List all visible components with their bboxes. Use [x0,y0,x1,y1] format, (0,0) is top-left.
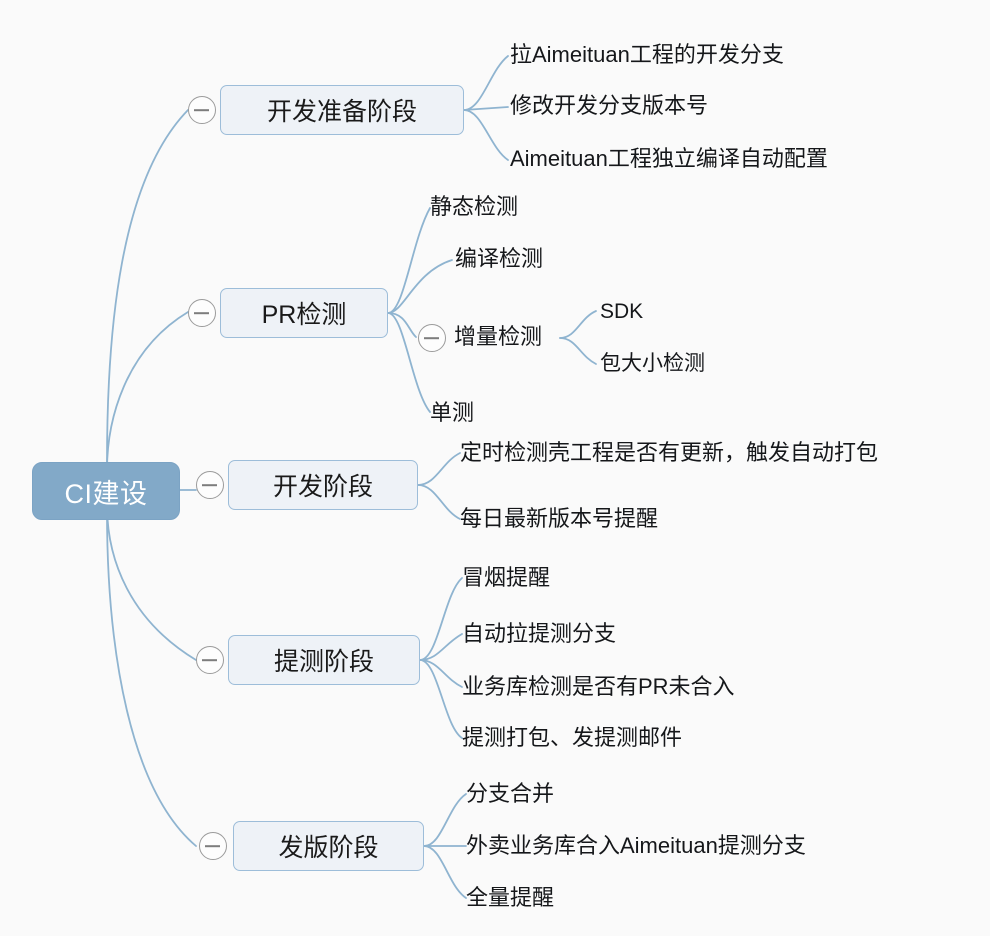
leaf-node-b3-c2[interactable]: 每日最新版本号提醒 [460,508,658,530]
edge-b3-c1 [417,452,461,486]
edge-b2-c2 [387,259,453,314]
collapse-toggle-kaifazhunbei[interactable] [188,96,216,124]
branch-node-faban[interactable]: 发版阶段 [233,821,424,871]
leaf-node-b4-c1[interactable]: 冒烟提醒 [462,567,550,589]
edge-b2-c3 [387,312,417,338]
leaf-node-label: 冒烟提醒 [462,565,551,590]
edge-b2c3-s2 [559,337,597,365]
leaf-node-b4-c2[interactable]: 自动拉提测分支 [462,623,616,645]
collapse-toggle-zengliangjiance[interactable] [418,324,446,352]
branch-node-kaifajieduan[interactable]: 开发阶段 [228,460,418,510]
leaf-node-b5-c2[interactable]: 外卖业务库合入Aimeituan提测分支 [466,835,806,857]
branch-node-label: 开发准备阶段 [266,98,417,126]
edge-b1-c1 [463,55,509,111]
edge-b2c3-s1 [559,310,597,339]
root-node-ci-construction[interactable]: CI建设 [32,462,180,520]
leaf-node-b2-c4[interactable]: 单测 [430,402,474,424]
edge-root-to-prjiance [106,311,189,471]
leaf-node-label: 单测 [430,400,475,425]
collapse-toggle-faban[interactable] [199,832,227,860]
collapse-toggle-kaifajieduan[interactable] [196,471,224,499]
leaf-node-label: 静态检测 [430,194,519,219]
root-node-label: CI建设 [64,478,148,509]
leaf-node-b1-c1[interactable]: 拉Aimeituan工程的开发分支 [510,44,784,66]
branch-node-label: 开发阶段 [272,473,373,501]
edge-root-to-faban [106,511,197,847]
leaf-node-label: 每日最新版本号提醒 [460,506,659,531]
collapse-toggle-prjiance[interactable] [188,299,216,327]
edge-root-to-kaifazhunbei [106,109,189,463]
leaf-node-label: 增量检测 [454,324,543,349]
leaf-node-b2-c1[interactable]: 静态检测 [430,196,518,218]
edge-b5-c1 [423,793,467,847]
leaf-node-label: SDK [600,300,644,323]
branch-node-label: 发版阶段 [278,834,379,862]
leaf-node-b2-c3-s1[interactable]: SDK [600,301,643,322]
branch-node-label: PR检测 [261,301,347,329]
leaf-node-b2-c3[interactable]: 增量检测 [454,326,542,348]
leaf-node-label: 修改开发分支版本号 [510,93,709,118]
branch-node-kaifazhunbei[interactable]: 开发准备阶段 [220,85,464,135]
leaf-node-label: 编译检测 [455,246,544,271]
leaf-node-label: 外卖业务库合入Aimeituan提测分支 [466,833,806,858]
branch-node-label: 提测阶段 [273,648,374,676]
edge-b2-c4 [387,312,431,413]
leaf-node-b3-c1[interactable]: 定时检测壳工程是否有更新，触发自动打包 [460,442,878,464]
edge-b4-c1 [419,577,463,661]
edge-b3-c2 [417,484,461,520]
leaf-node-label: 全量提醒 [466,885,555,910]
leaf-node-b5-c1[interactable]: 分支合并 [466,783,554,805]
leaf-node-b4-c3[interactable]: 业务库检测是否有PR未合入 [462,676,735,698]
leaf-node-b1-c3[interactable]: Aimeituan工程独立编译自动配置 [510,148,828,170]
leaf-node-label: Aimeituan工程独立编译自动配置 [510,146,828,171]
leaf-node-b5-c3[interactable]: 全量提醒 [466,887,554,909]
edge-b1-c2 [463,106,509,111]
leaf-node-label: 包大小检测 [600,352,705,375]
branch-node-prjiance[interactable]: PR检测 [220,288,388,338]
leaf-node-b4-c4[interactable]: 提测打包、发提测邮件 [462,727,682,749]
edge-b4-c4 [419,659,463,739]
leaf-node-b2-c2[interactable]: 编译检测 [455,248,543,270]
edge-b5-c3 [423,845,467,899]
edge-root-to-tice [106,504,197,661]
leaf-node-label: 分支合并 [466,781,555,806]
collapse-toggle-tice[interactable] [196,646,224,674]
leaf-node-b2-c3-s2[interactable]: 包大小检测 [600,353,705,374]
branch-node-tice[interactable]: 提测阶段 [228,635,420,685]
edge-b1-c3 [463,109,509,161]
leaf-node-b1-c2[interactable]: 修改开发分支版本号 [510,95,708,117]
leaf-node-label: 拉Aimeituan工程的开发分支 [510,42,784,67]
leaf-node-label: 提测打包、发提测邮件 [462,725,683,750]
leaf-node-label: 业务库检测是否有PR未合入 [462,674,735,699]
leaf-node-label: 自动拉提测分支 [462,621,617,646]
edge-b2-c1 [387,207,431,314]
leaf-node-label: 定时检测壳工程是否有更新，触发自动打包 [460,440,879,465]
